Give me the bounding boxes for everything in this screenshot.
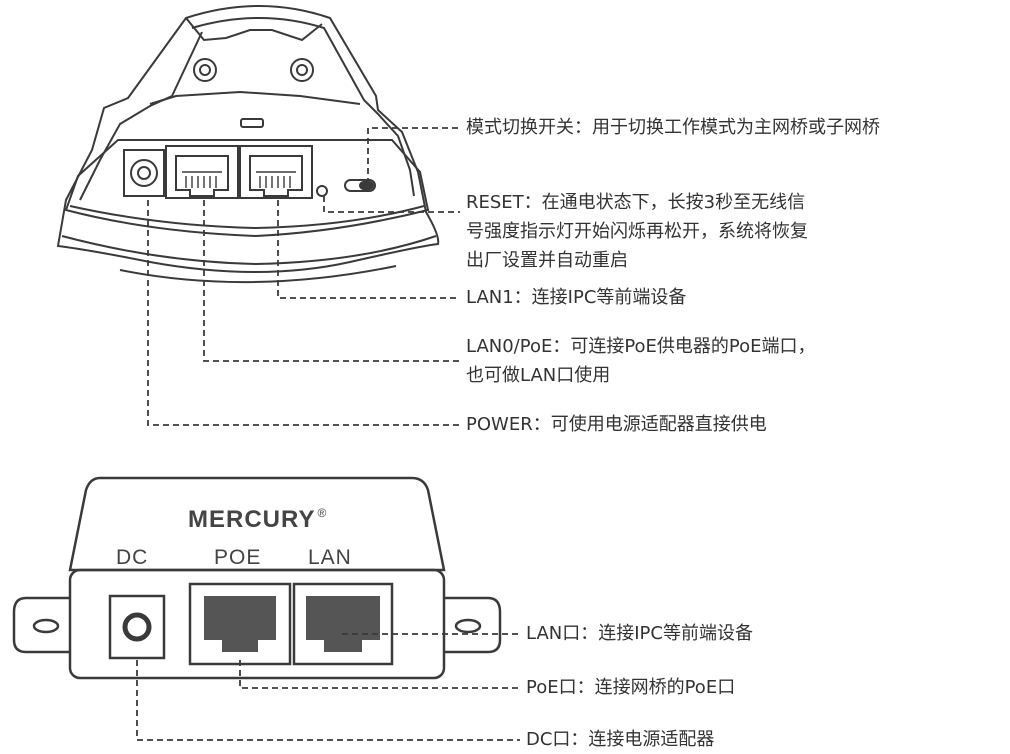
bridge-inner-arch <box>79 17 415 201</box>
bridge-top-plate <box>185 17 323 42</box>
injector-lan-port <box>292 582 394 666</box>
callout-reset: RESET：在通电状态下，长按3秒至无线信号强度指示灯开始闪烁再松开，系统将恢复… <box>466 192 808 271</box>
mount-hole-right <box>290 58 314 82</box>
leader-lan1 <box>277 200 460 299</box>
injector-label-lan: LAN <box>308 546 352 569</box>
power-port <box>123 149 165 197</box>
bridge-shell <box>56 5 440 273</box>
bridge-front-panel <box>64 139 430 238</box>
reset-button-hole <box>316 185 328 197</box>
callout-lan1: LAN1：连接IPC等前端设备 <box>466 287 687 308</box>
callout-mode-switch: 模式切换开关：用于切换工作模式为主网桥或子网桥 <box>466 117 880 138</box>
leader-power <box>147 200 460 426</box>
callout-power: POWER：可使用电源适配器直接供电 <box>466 414 767 435</box>
injector-top-body <box>68 476 446 572</box>
leader-injector-poe <box>239 660 520 689</box>
leader-mode-switch <box>367 127 460 184</box>
mode-switch <box>344 179 376 192</box>
leader-lan0 <box>203 200 460 362</box>
bridge-vent <box>240 118 264 128</box>
callout-injector-lan: LAN口：连接IPC等前端设备 <box>526 623 753 644</box>
injector-label-poe: POE <box>214 546 262 569</box>
injector-brand: MERCURY® <box>188 506 328 533</box>
leader-injector-dc <box>136 660 520 741</box>
callout-lan0-poe: LAN0/PoE：可连接PoE供电器的PoE端口，也可做LAN口使用 <box>466 336 816 386</box>
lan1-port <box>239 145 313 199</box>
mount-hole-left <box>193 58 217 82</box>
injector-front-face <box>68 568 446 680</box>
callout-injector-dc: DC口：连接电源适配器 <box>526 729 715 750</box>
lan0-port <box>165 145 239 199</box>
injector-flange <box>12 596 502 654</box>
callout-injector-poe: PoE口：连接网桥的PoE口 <box>526 677 736 698</box>
injector-label-dc: DC <box>116 546 149 569</box>
injector-dc-port <box>108 594 166 660</box>
flange-hole-left <box>32 618 60 634</box>
leader-reset <box>323 196 460 213</box>
flange-hole-right <box>454 618 482 634</box>
